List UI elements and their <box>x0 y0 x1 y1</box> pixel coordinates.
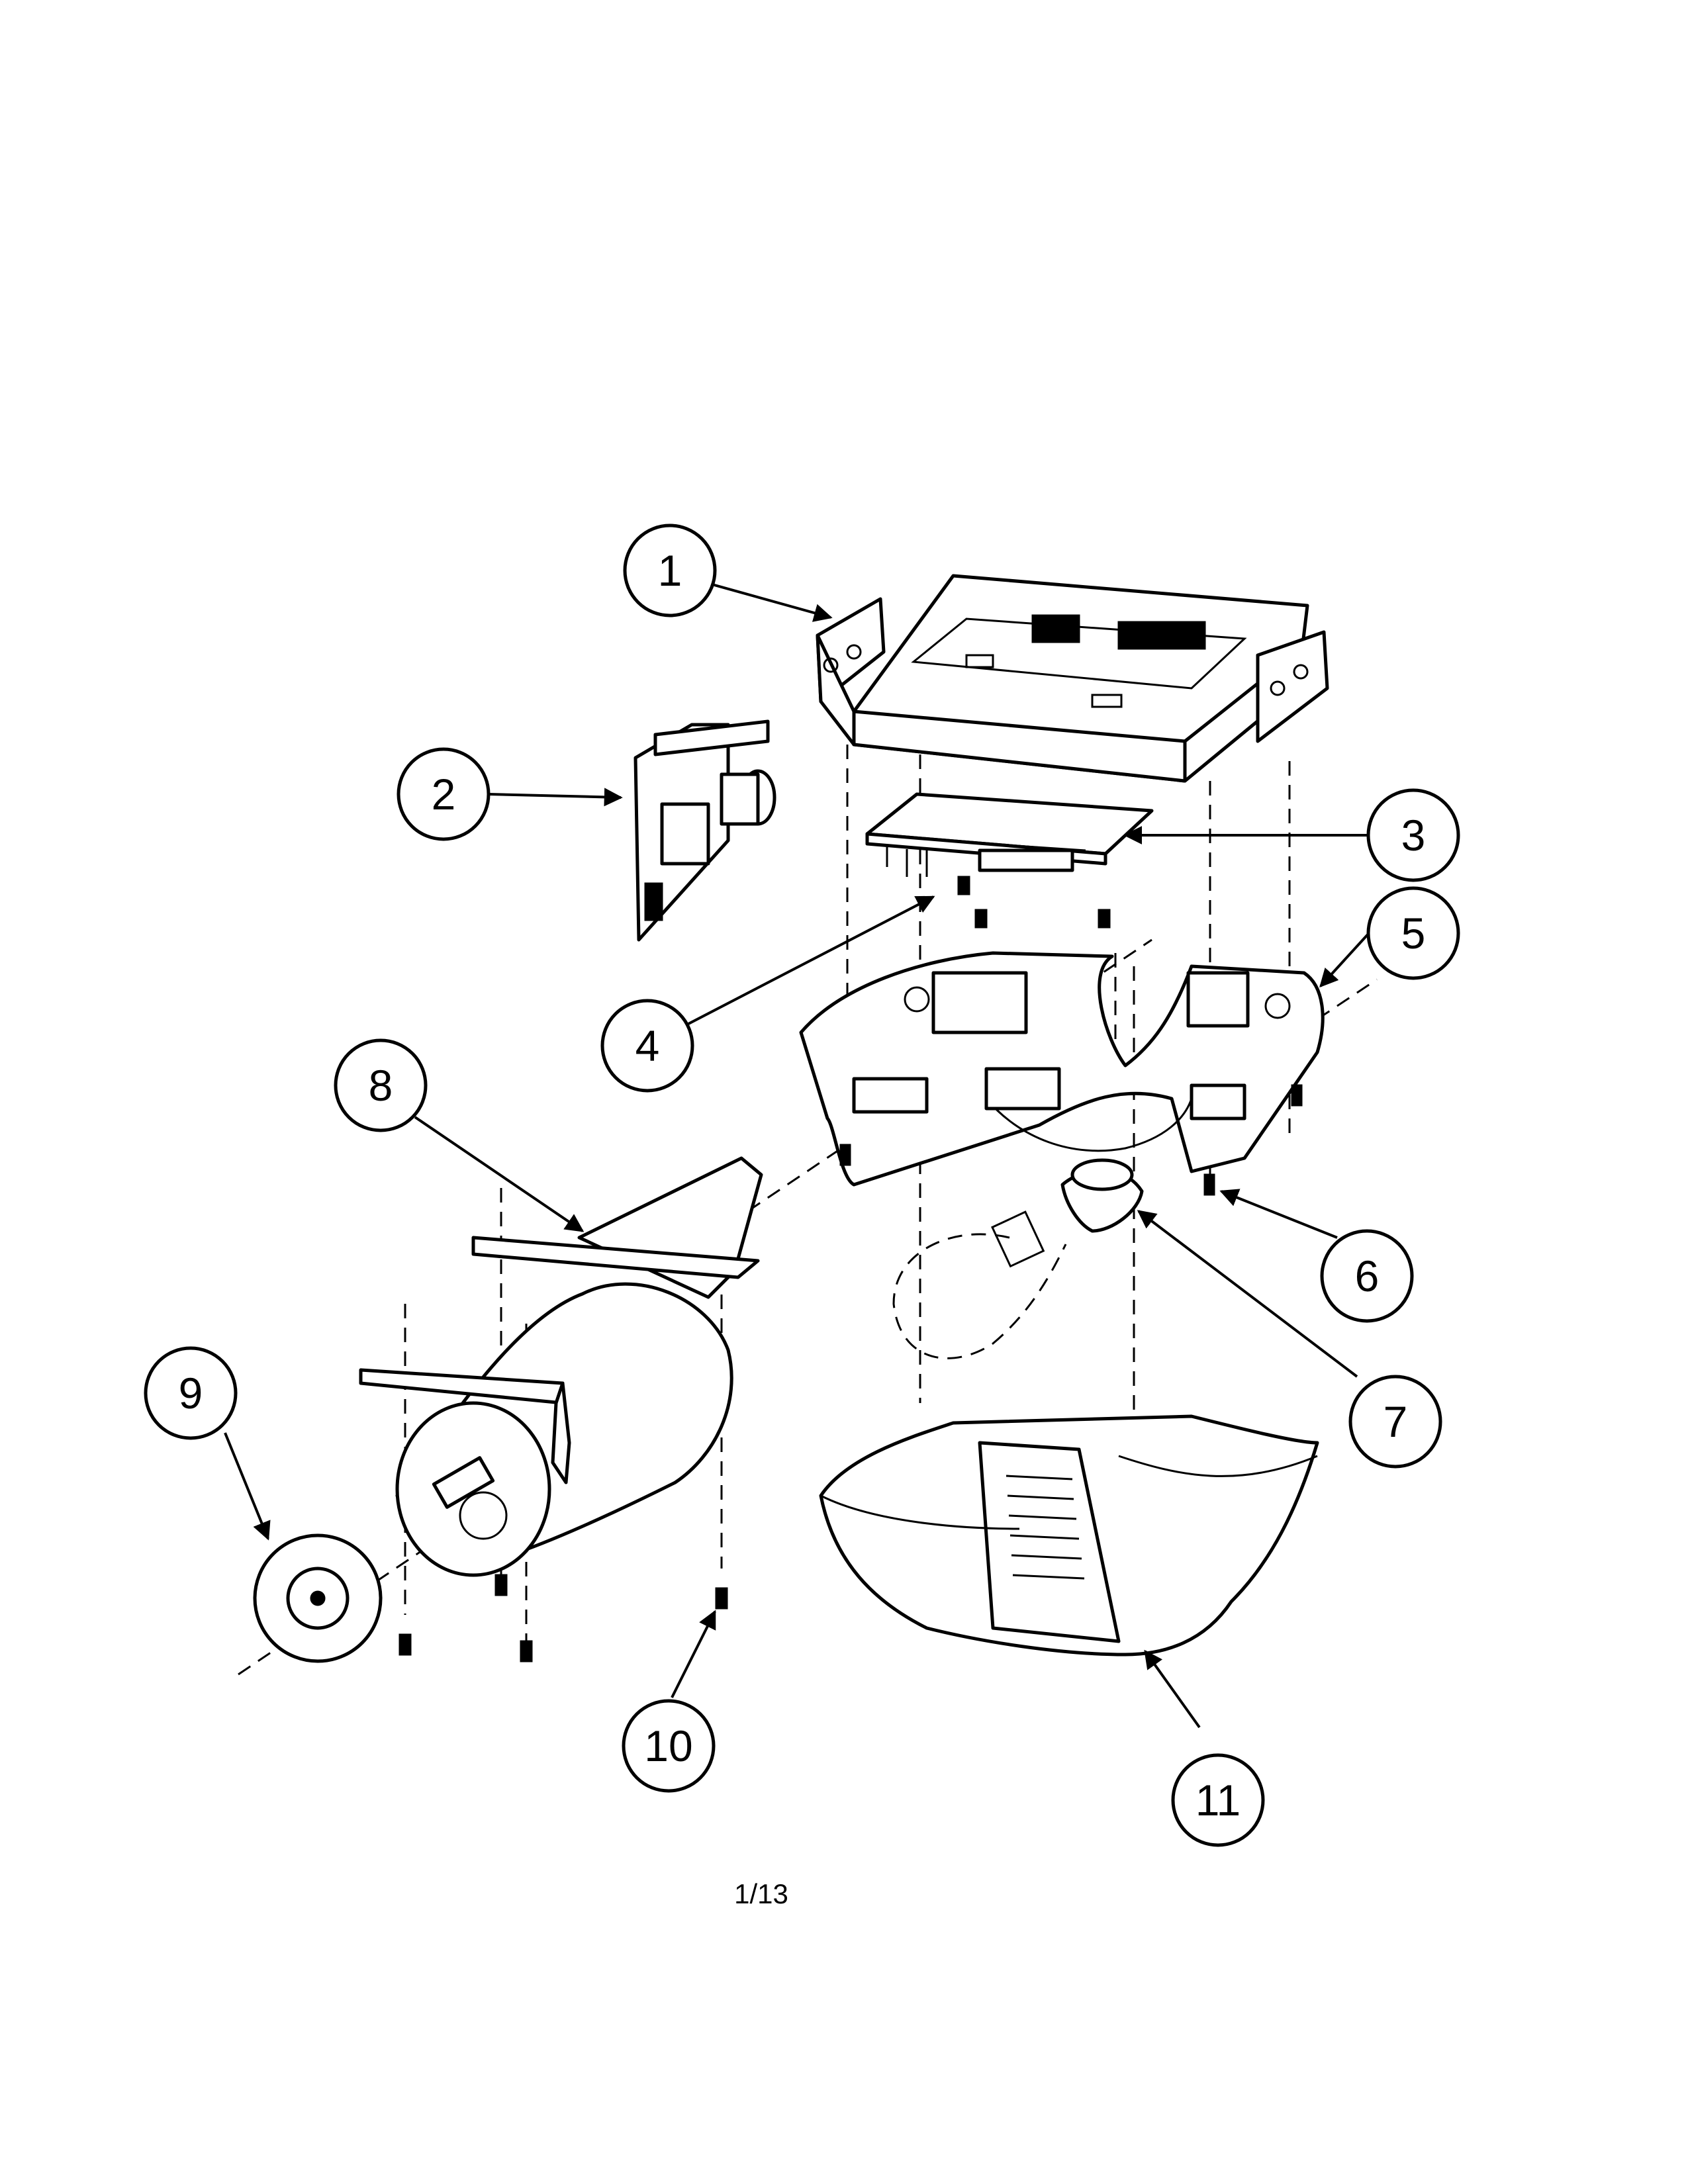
chassis-base-part <box>799 951 1325 1187</box>
callout-label: 2 <box>432 770 456 819</box>
callout-5: 5 <box>1366 886 1460 980</box>
motor-assembly-part <box>359 1156 763 1577</box>
callout-label: 1 <box>658 546 682 595</box>
light-cover-part <box>819 1414 1319 1657</box>
sprocket-part <box>253 1533 383 1663</box>
motor-screws-part <box>399 1574 728 1662</box>
callout-4: 4 <box>600 999 694 1093</box>
callout-8: 8 <box>334 1038 428 1132</box>
leader-lines <box>224 582 1370 1729</box>
callout-label: 7 <box>1383 1397 1408 1446</box>
callout-9: 9 <box>144 1346 238 1440</box>
callout-1: 1 <box>623 523 717 617</box>
callout-label: 6 <box>1355 1251 1380 1300</box>
relay-bracket-part <box>633 719 776 942</box>
callout-6: 6 <box>1320 1229 1414 1323</box>
top-bracket-part <box>816 574 1329 783</box>
callout-2: 2 <box>397 747 491 841</box>
callout-label: 11 <box>1196 1776 1241 1825</box>
board-screws-part <box>957 876 1111 929</box>
callout-label: 10 <box>644 1721 692 1770</box>
callout-7: 7 <box>1348 1375 1442 1469</box>
chassis-screws-part <box>839 1084 1303 1196</box>
lamp-socket-part <box>892 1158 1144 1359</box>
page-number: 1/13 <box>734 1878 788 1909</box>
cover-vent-slots <box>1006 1475 1085 1580</box>
callout-label: 3 <box>1401 811 1426 860</box>
callout-label: 4 <box>635 1021 660 1070</box>
callout-label: 5 <box>1401 909 1426 958</box>
callout-10: 10 <box>622 1699 716 1793</box>
callout-label: 9 <box>179 1369 203 1418</box>
callout-11: 11 <box>1171 1753 1265 1847</box>
circuit-board-part <box>865 792 1154 877</box>
callout-3: 3 <box>1366 788 1460 882</box>
callout-label: 8 <box>369 1061 393 1110</box>
